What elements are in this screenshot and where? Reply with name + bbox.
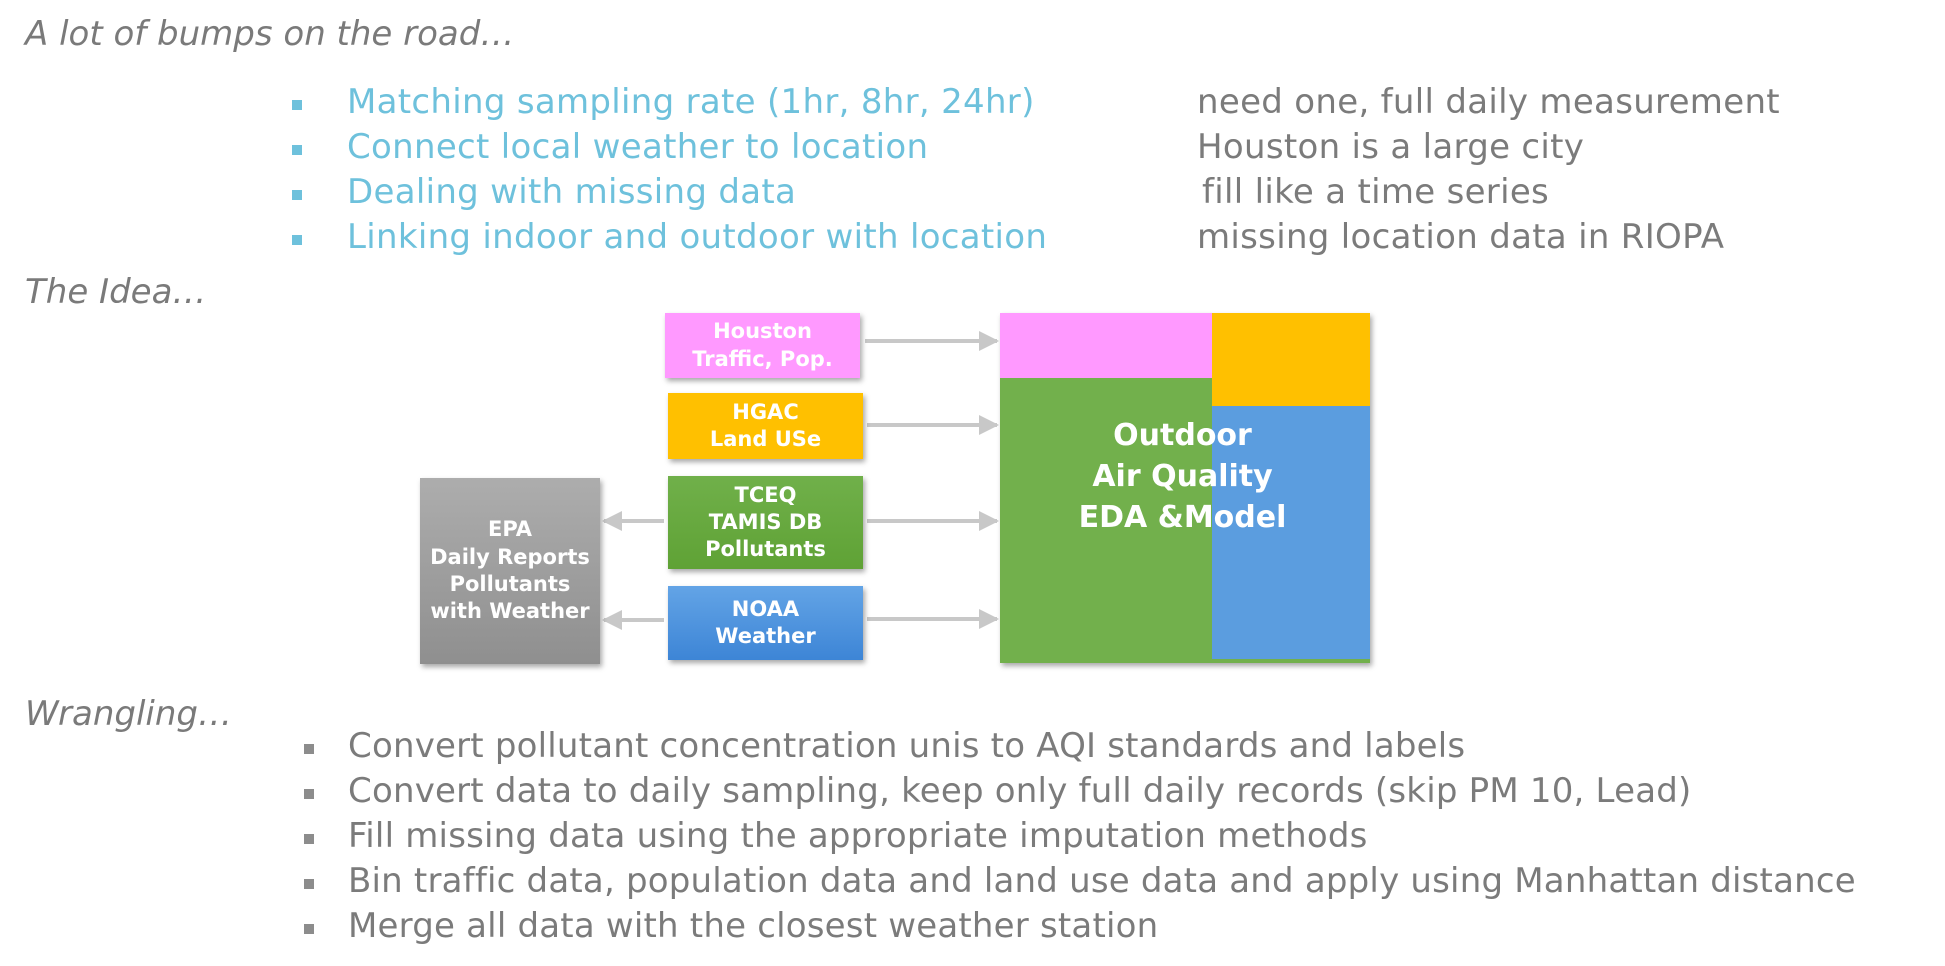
wrangling-label: Fill missing data using the appropriate … bbox=[348, 816, 1368, 856]
bullet-square-icon bbox=[304, 789, 314, 799]
bullet-square-icon bbox=[292, 190, 302, 200]
bullet-square-icon bbox=[304, 879, 314, 889]
bumps-heading: A lot of bumps on the road… bbox=[25, 14, 515, 54]
hgac-source-box: HGAC Land USe bbox=[668, 393, 863, 459]
outdoor-landuse-segment bbox=[1212, 313, 1370, 406]
outdoor-weather-segment bbox=[1212, 406, 1370, 659]
bump-label: Linking indoor and outdoor with location bbox=[347, 217, 1048, 257]
epa-box: EPA Daily Reports Pollutants with Weathe… bbox=[420, 478, 600, 664]
bullet-square-icon bbox=[304, 924, 314, 934]
wrangling-heading: Wrangling… bbox=[25, 694, 232, 734]
bump-label: Dealing with missing data bbox=[347, 172, 797, 212]
bump-note: fill like a time series bbox=[1202, 172, 1550, 212]
bullet-square-icon bbox=[304, 834, 314, 844]
bump-note: Houston is a large city bbox=[1197, 127, 1585, 167]
wrangling-label: Convert pollutant concentration unis to … bbox=[348, 726, 1466, 766]
outdoor-air-quality-label: Outdoor Air Quality EDA &Model bbox=[1078, 418, 1287, 535]
houston-source-box: Houston Traffic, Pop. bbox=[665, 313, 860, 378]
wrangling-label: Bin traffic data, population data and la… bbox=[348, 861, 1856, 901]
bullet-square-icon bbox=[304, 744, 314, 754]
bullet-square-icon bbox=[292, 235, 302, 245]
wrangling-label: Convert data to daily sampling, keep onl… bbox=[348, 771, 1692, 811]
outdoor-traffic-segment bbox=[1000, 313, 1212, 378]
outdoor-air-quality-box bbox=[1000, 313, 1370, 663]
tceq-source-box: TCEQ TAMIS DB Pollutants bbox=[668, 476, 863, 569]
bullet-square-icon bbox=[292, 145, 302, 155]
noaa-source-box: NOAA Weather bbox=[668, 586, 863, 660]
bump-label: Connect local weather to location bbox=[347, 127, 929, 167]
wrangling-label: Merge all data with the closest weather … bbox=[348, 906, 1159, 946]
idea-heading: The Idea… bbox=[25, 272, 207, 312]
bump-note: need one, full daily measurement bbox=[1197, 82, 1780, 122]
bump-label: Matching sampling rate (1hr, 8hr, 24hr) bbox=[347, 82, 1035, 122]
bullet-square-icon bbox=[292, 100, 302, 110]
bump-note: missing location data in RIOPA bbox=[1197, 217, 1725, 257]
